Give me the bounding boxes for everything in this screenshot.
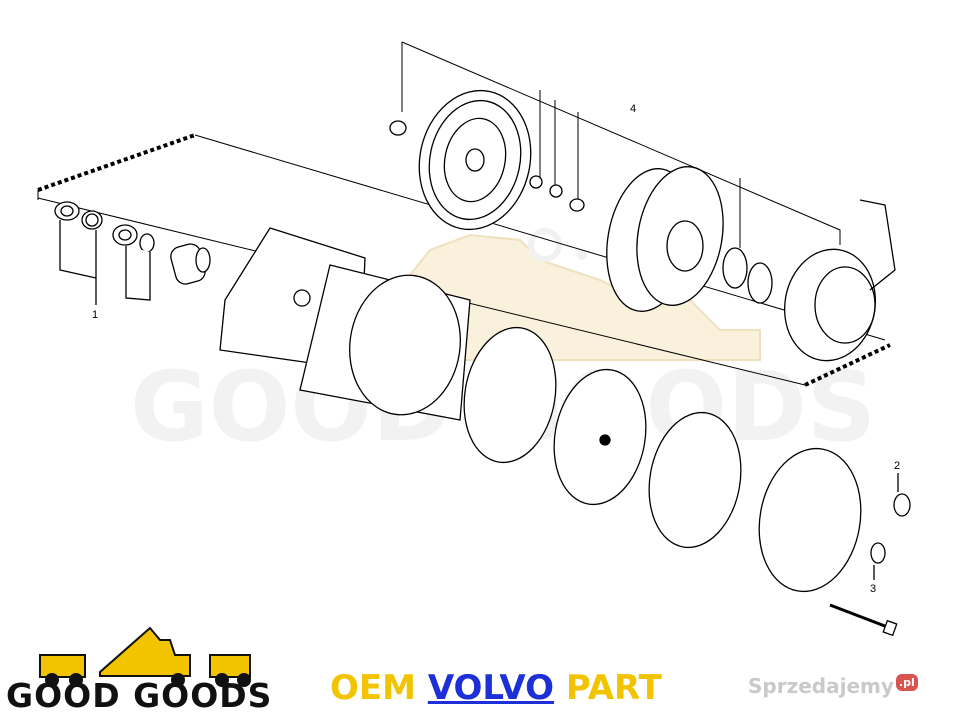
brand-volvo: VOLVO [427, 668, 555, 708]
valve-plates [463, 326, 862, 593]
brand-logo-text: GOOD GOODS [6, 676, 273, 715]
oem-volvo-part: OEM VOLVO PART [330, 668, 662, 708]
sprzedajemy-watermark: Sprzedajemy.pl [748, 674, 918, 698]
good-goods-logo-graphic [39, 626, 251, 687]
o-rings [829, 473, 911, 637]
site-tld-badge: .pl [895, 674, 918, 691]
clutch-bracket [401, 41, 841, 248]
callout-3: 3 [870, 583, 876, 595]
compressor-body [219, 227, 471, 421]
field-coil [783, 199, 896, 362]
bearing-set [54, 201, 211, 305]
callout-1: 1 [92, 309, 98, 321]
oem-suffix: PART [565, 668, 662, 708]
callout-2: 2 [894, 460, 900, 472]
callout-4: 4 [630, 103, 636, 115]
pulley [606, 166, 773, 312]
oem-prefix: OEM [330, 668, 416, 708]
clutch-plate [389, 89, 585, 231]
site-name: Sprzedajemy [748, 674, 894, 698]
